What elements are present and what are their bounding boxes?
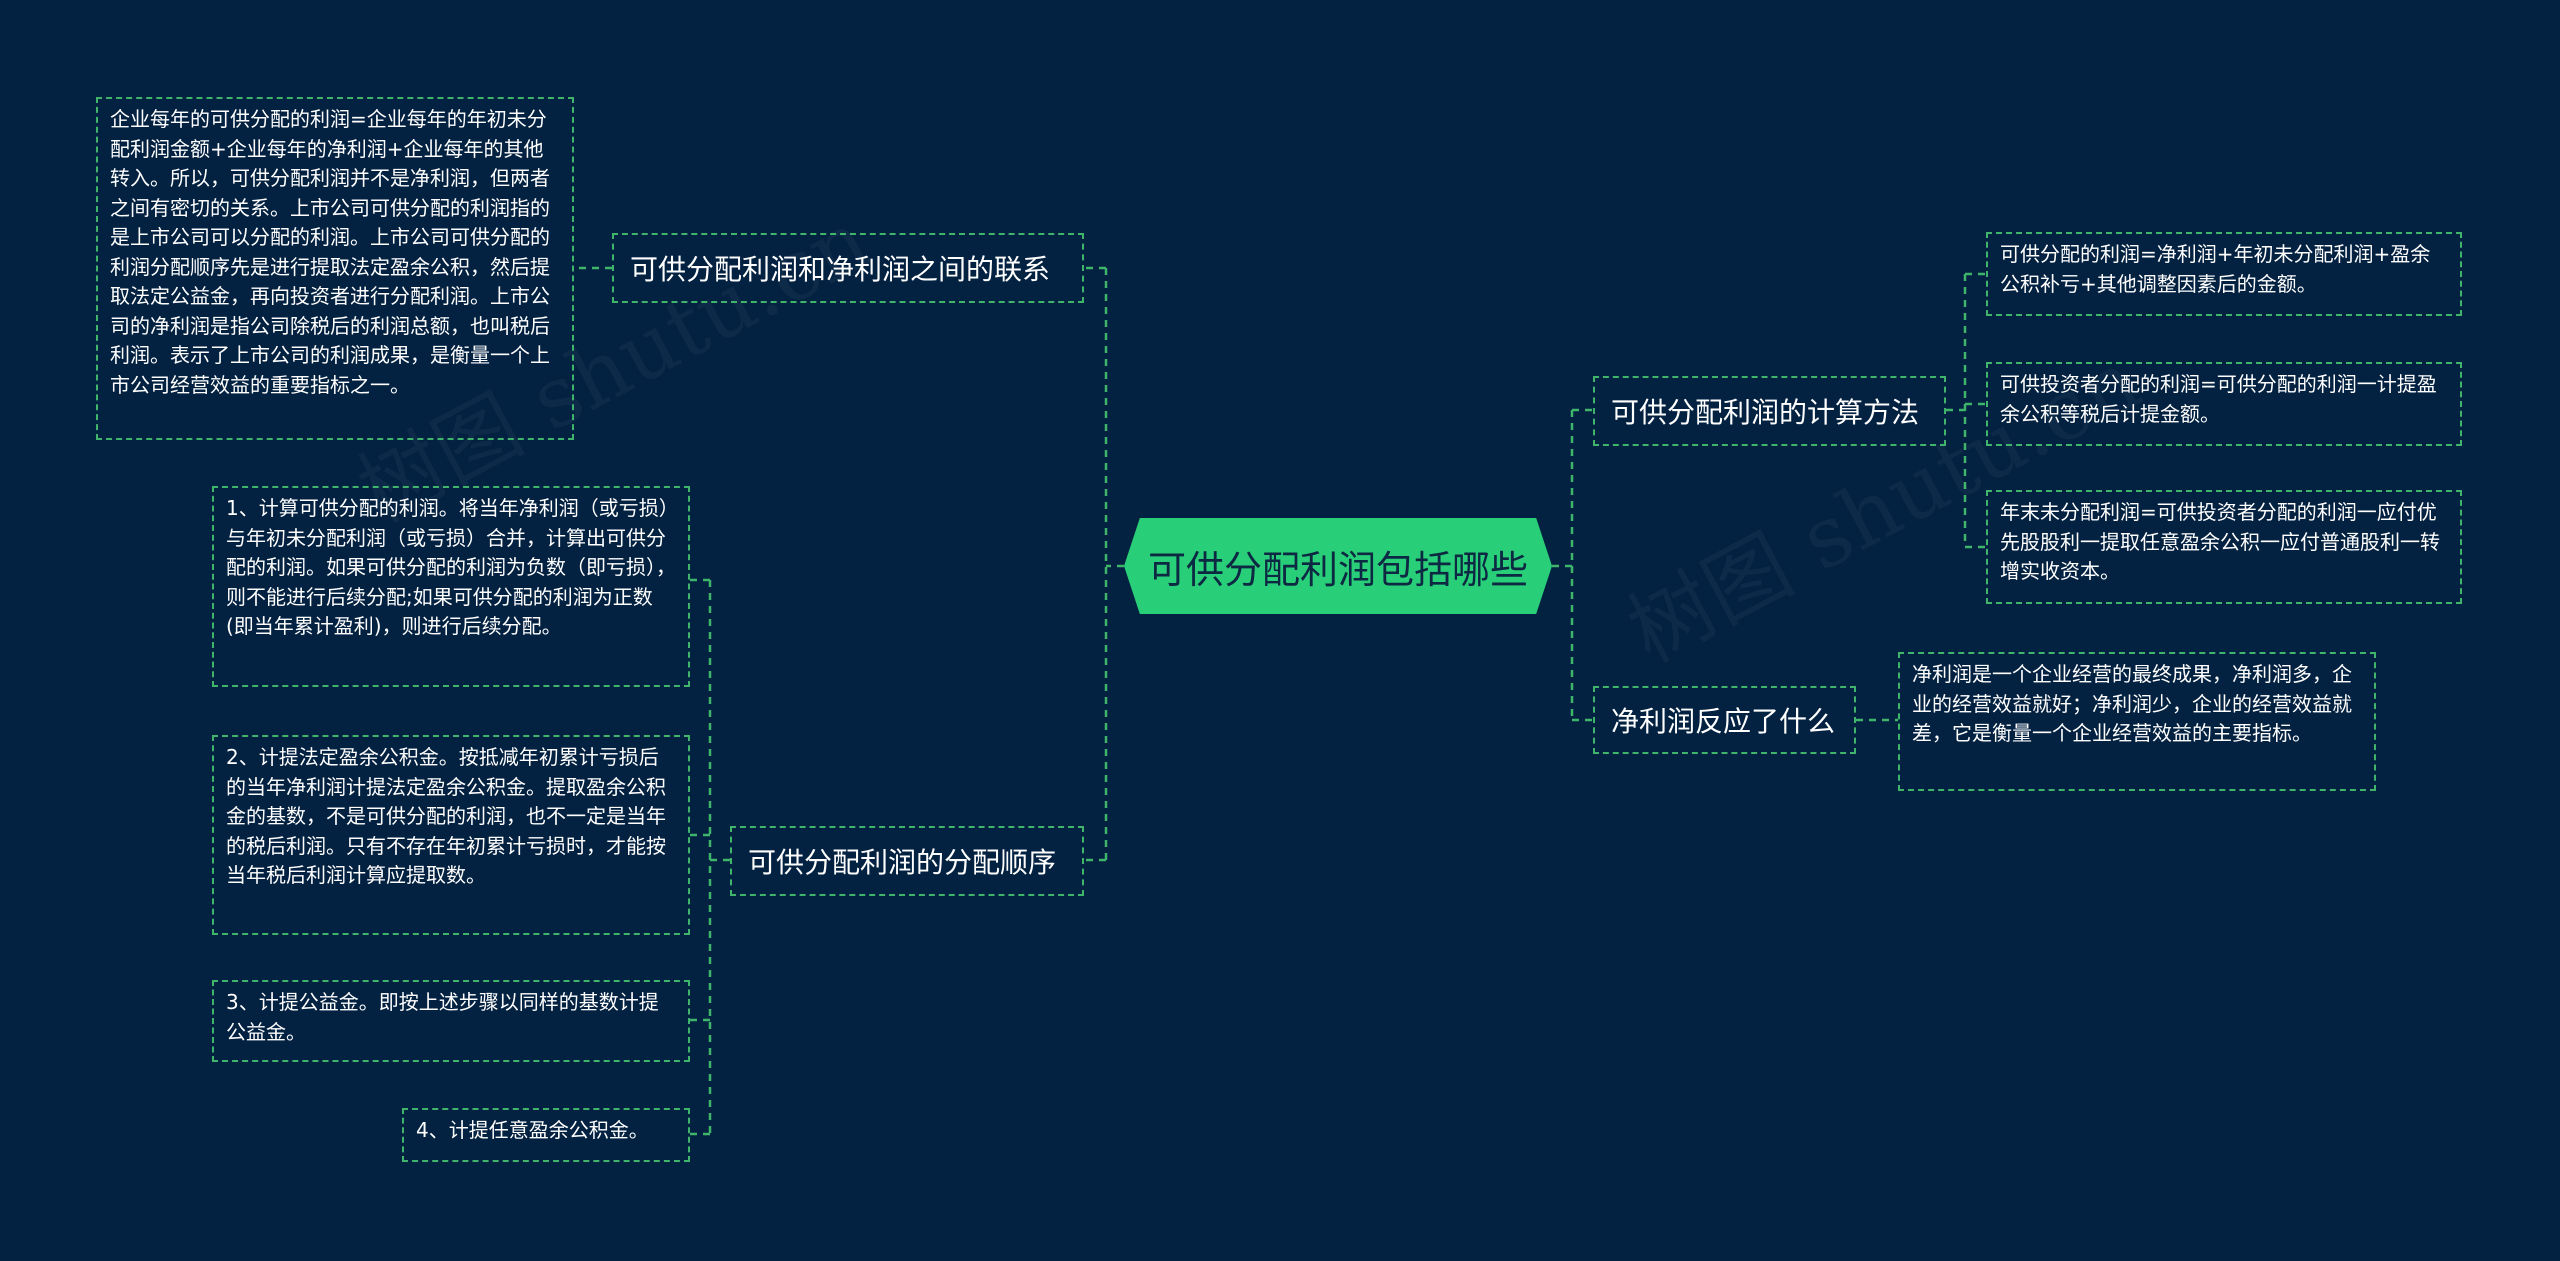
leaf-order-step-4[interactable]: 4、计提任意盈余公积金。 [402, 1108, 690, 1162]
link-center-left [1084, 266, 1124, 862]
branch-relationship[interactable]: 可供分配利润和净利润之间的联系 [612, 233, 1084, 303]
leaf-formula-investors[interactable]: 可供投资者分配的利润=可供分配的利润一计提盈余公积等税后计提金额。 [1986, 362, 2462, 446]
link-center-right [1552, 408, 1593, 722]
branch-net-profit-meaning[interactable]: 净利润反应了什么 [1593, 686, 1856, 754]
leaf-formula-year-end[interactable]: 年末未分配利润=可供投资者分配的利润一应付优先股股利一提取任意盈余公积一应付普通… [1986, 490, 2462, 604]
center-topic[interactable]: 可供分配利润包括哪些 [1124, 518, 1552, 614]
link-branch2-leaves [1946, 272, 1986, 549]
leaf-order-step-3[interactable]: 3、计提公益金。即按上述步骤以同样的基数计提公益金。 [212, 980, 690, 1062]
leaf-formula-distributable[interactable]: 可供分配的利润=净利润+年初未分配利润+盈余公积补亏+其他调整因素后的金额。 [1986, 232, 2462, 316]
leaf-net-profit-text[interactable]: 净利润是一个企业经营的最终成果，净利润多，企业的经营效益就好；净利润少，企业的经… [1898, 652, 2376, 791]
branch-distribution-order[interactable]: 可供分配利润的分配顺序 [730, 826, 1084, 896]
link-branch1-leaves [690, 578, 730, 1136]
leaf-relationship-text[interactable]: 企业每年的可供分配的利润=企业每年的年初未分配利润金额+企业每年的净利润+企业每… [96, 97, 574, 440]
leaf-order-step-2[interactable]: 2、计提法定盈余公积金。按抵减年初累计亏损后的当年净利润计提法定盈余公积金。提取… [212, 735, 690, 935]
branch-calculation-method[interactable]: 可供分配利润的计算方法 [1593, 376, 1946, 446]
leaf-order-step-1[interactable]: 1、计算可供分配的利润。将当年净利润（或亏损）与年初未分配利润（或亏损）合并，计… [212, 486, 690, 687]
